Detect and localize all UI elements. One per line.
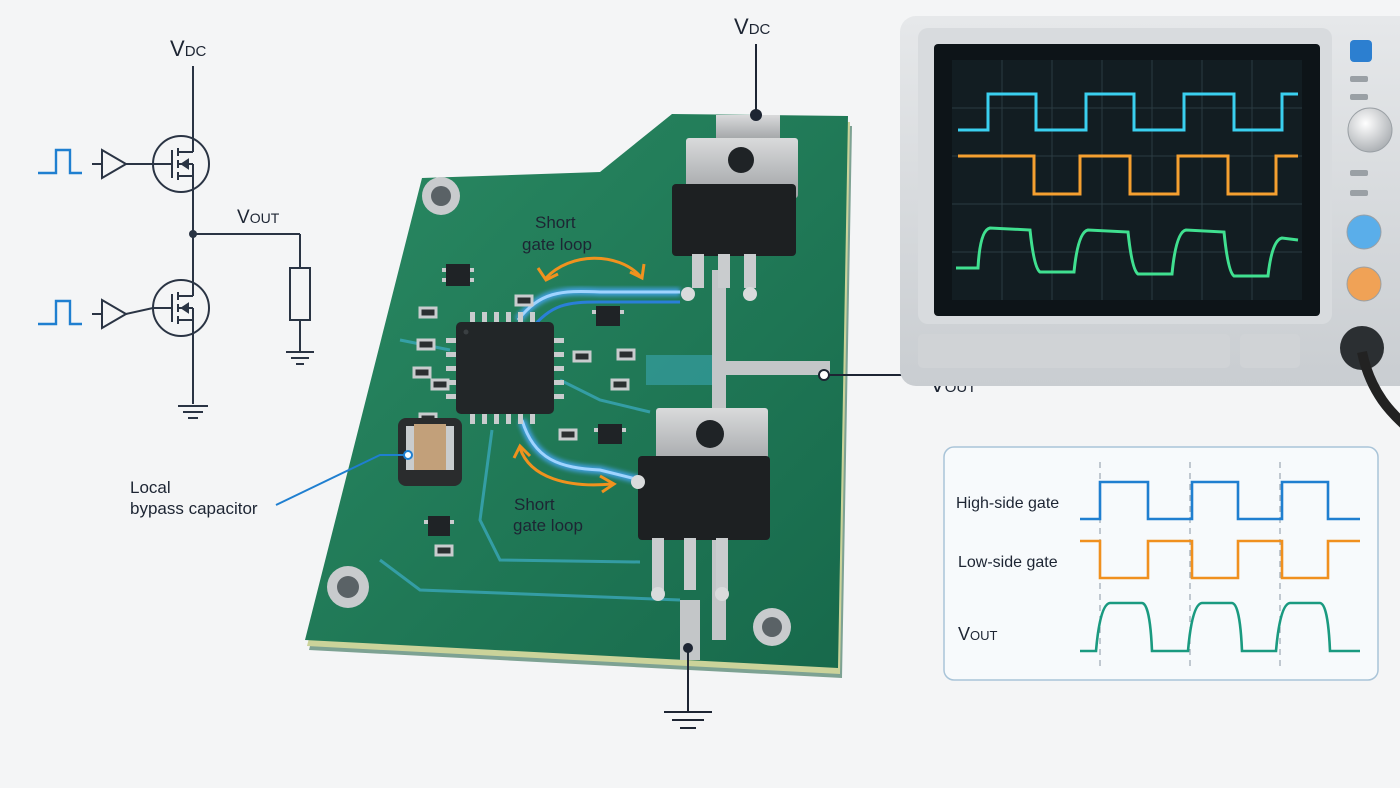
low-side-gate-trace xyxy=(518,418,641,484)
scope-probe-cable xyxy=(1357,350,1400,428)
bypass-callout-dot xyxy=(403,450,413,460)
vdc-callout-dot xyxy=(750,109,762,121)
low-side-pulse-icon xyxy=(38,299,82,326)
scope-channel-button-blue xyxy=(1346,214,1382,250)
output-node-dot xyxy=(189,230,197,238)
ground-callout-dot xyxy=(683,643,693,653)
signal-traces xyxy=(379,338,681,602)
mounting-hole xyxy=(327,566,369,608)
board-ground-icon xyxy=(664,711,712,729)
gate-loop-arrow-bottom xyxy=(512,443,617,494)
vout-waveform xyxy=(1080,601,1360,653)
timing-label-high-side: High-side gate xyxy=(956,495,1059,512)
scope-channel-button-orange xyxy=(1346,266,1382,302)
low-side-driver-buffer xyxy=(92,298,154,330)
high-side-pulse-icon xyxy=(38,148,82,175)
high-side-gate-trace xyxy=(514,287,680,331)
schematic: VDC xyxy=(38,36,314,419)
high-side-mosfet-symbol xyxy=(152,135,210,193)
mounting-hole xyxy=(422,177,460,215)
high-side-driver-buffer xyxy=(92,148,153,180)
bypass-label-line1: Local xyxy=(130,478,171,497)
smd-components xyxy=(412,264,636,557)
gate-loop-arrow-top xyxy=(536,256,646,282)
board-vdc-label: VDC xyxy=(734,14,771,39)
scope-button xyxy=(1350,40,1372,62)
scope-trace-orange xyxy=(958,154,1298,196)
scope-trace-green xyxy=(956,226,1299,278)
oscilloscope xyxy=(900,16,1400,428)
gate-loop-top-line1: Short xyxy=(535,213,576,232)
timing-diagram-panel: High-side gate Low-side gate VOUT xyxy=(943,446,1379,681)
scope-trace-cyan xyxy=(958,92,1298,132)
scope-probe-connector xyxy=(1340,326,1384,370)
schematic-ground-icon xyxy=(178,405,208,419)
gate-loop-bottom-line2: gate loop xyxy=(513,516,583,535)
schematic-wires xyxy=(192,66,301,404)
bypass-callout-line xyxy=(275,454,408,506)
low-side-gate-waveform xyxy=(1080,539,1360,580)
timing-panel-frame xyxy=(943,446,1379,681)
timing-label-low-side: Low-side gate xyxy=(958,554,1058,571)
schematic-vdc-label: VDC xyxy=(170,36,207,61)
timing-label-vout: VOUT xyxy=(958,624,998,644)
gate-loop-bottom-line1: Short xyxy=(514,495,555,514)
scope-knob xyxy=(1347,107,1393,153)
bypass-capacitor xyxy=(398,418,462,486)
oscilloscope-grid xyxy=(952,60,1302,300)
bypass-label-line2: bypass capacitor xyxy=(130,499,258,518)
vout-callout-dot-board xyxy=(818,369,830,381)
high-side-gate-waveform xyxy=(1080,480,1360,521)
high-side-mosfet xyxy=(672,115,798,301)
gate-driver-ic xyxy=(446,312,564,424)
low-side-mosfet-symbol xyxy=(152,279,210,337)
schematic-vout-label: VOUT xyxy=(237,207,280,228)
mounting-hole xyxy=(753,608,791,646)
pcb-board xyxy=(305,114,852,678)
gate-loop-top-line2: gate loop xyxy=(522,235,592,254)
load-ground-icon xyxy=(286,351,314,365)
load-resistor-symbol xyxy=(289,267,311,321)
low-side-mosfet xyxy=(631,408,770,601)
